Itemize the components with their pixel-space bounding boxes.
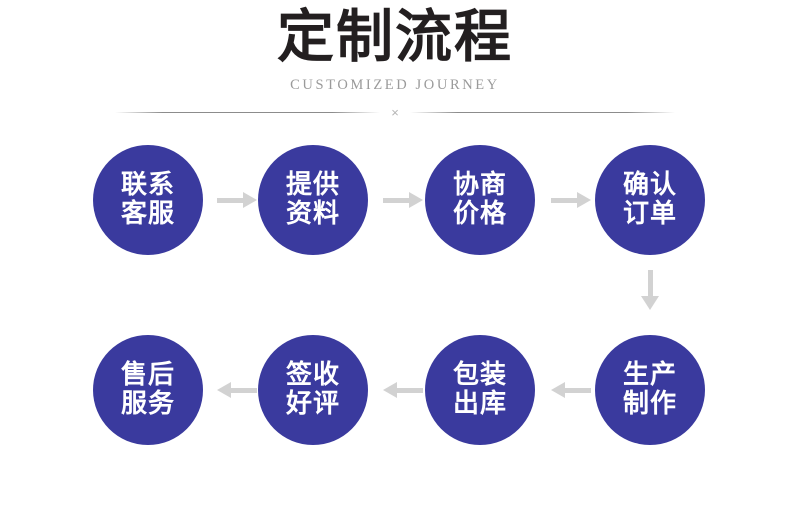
arrow-left-icon-step5-to-step6 bbox=[549, 377, 593, 403]
flow-step-5-line2: 制作 bbox=[622, 389, 677, 419]
flow-step-8[interactable]: 售后 服务 bbox=[93, 335, 203, 445]
divider: × bbox=[115, 103, 675, 121]
flow-step-3-line1: 协商 bbox=[452, 170, 507, 200]
flow-step-2-line2: 资料 bbox=[285, 199, 340, 229]
flow-step-1-line2: 客服 bbox=[120, 199, 175, 229]
arrow-shaft bbox=[564, 388, 591, 393]
flow-step-2[interactable]: 提供 资料 bbox=[258, 145, 368, 255]
arrow-head bbox=[577, 192, 591, 208]
arrow-shaft bbox=[647, 270, 653, 297]
arrow-right-icon-step1-to-step2 bbox=[215, 187, 259, 213]
flow-step-1[interactable]: 联系 客服 bbox=[93, 145, 203, 255]
arrow-head bbox=[383, 382, 397, 398]
flow-step-3[interactable]: 协商 价格 bbox=[425, 145, 535, 255]
arrow-shaft bbox=[551, 198, 578, 203]
arrow-head bbox=[551, 382, 565, 398]
arrow-right-icon-step3-to-step4 bbox=[549, 187, 593, 213]
arrow-shaft bbox=[230, 388, 257, 393]
flow-step-7[interactable]: 签收 好评 bbox=[258, 335, 368, 445]
divider-x-icon: × bbox=[391, 104, 399, 120]
divider-line-right bbox=[409, 111, 675, 113]
arrow-head bbox=[641, 296, 659, 310]
flow-step-1-line1: 联系 bbox=[120, 170, 175, 200]
flow-step-6[interactable]: 包装 出库 bbox=[425, 335, 535, 445]
flow-step-3-line2: 价格 bbox=[452, 199, 507, 229]
flow-step-4-line2: 订单 bbox=[622, 199, 677, 229]
arrow-shaft bbox=[383, 198, 410, 203]
header: 定制流程 CUSTOMIZED JOURNEY bbox=[0, 0, 790, 94]
arrow-head bbox=[217, 382, 231, 398]
arrow-down-icon-step4-to-step5 bbox=[637, 268, 663, 312]
flow-step-7-line1: 签收 bbox=[285, 360, 340, 390]
arrow-left-icon-step7-to-step8 bbox=[215, 377, 259, 403]
page-subtitle: CUSTOMIZED JOURNEY bbox=[290, 77, 500, 93]
page-title: 定制流程 bbox=[277, 4, 513, 70]
divider-line-left bbox=[115, 111, 381, 113]
arrow-right-icon-step2-to-step3 bbox=[381, 187, 425, 213]
flow-step-8-line1: 售后 bbox=[120, 360, 175, 390]
arrow-shaft bbox=[217, 198, 244, 203]
arrow-head bbox=[243, 192, 257, 208]
flow-step-6-line1: 包装 bbox=[452, 360, 507, 390]
flow-step-6-line2: 出库 bbox=[452, 389, 507, 419]
flow-step-7-line2: 好评 bbox=[285, 389, 340, 419]
flow-step-5-line1: 生产 bbox=[622, 360, 677, 390]
flow-step-2-line1: 提供 bbox=[285, 170, 340, 200]
flow-step-4-line1: 确认 bbox=[622, 170, 677, 200]
flow-step-8-line2: 服务 bbox=[120, 389, 175, 419]
flow-step-5[interactable]: 生产 制作 bbox=[595, 335, 705, 445]
flow-step-4[interactable]: 确认 订单 bbox=[595, 145, 705, 255]
arrow-head bbox=[409, 192, 423, 208]
arrow-left-icon-step6-to-step7 bbox=[381, 377, 425, 403]
arrow-shaft bbox=[396, 388, 423, 393]
